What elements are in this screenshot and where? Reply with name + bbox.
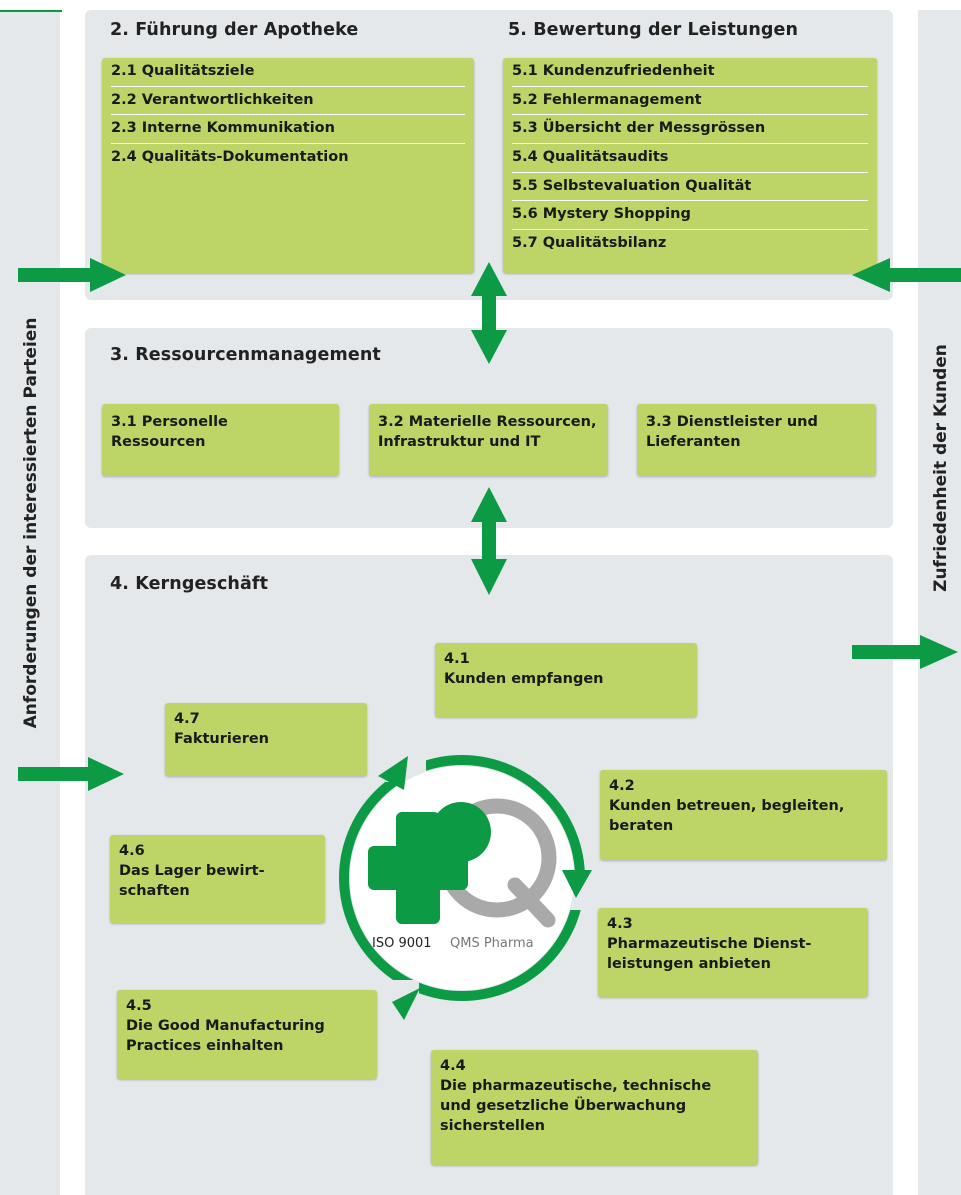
core-box-line: Kunden betreuen, begleiten, xyxy=(609,798,845,814)
section-4-title: 4. Kerngeschäft xyxy=(110,574,269,594)
core-box-line: Das Lager bewirt- xyxy=(119,863,265,879)
core-box-4-3: 4.3 Pharmazeutische Dienst- leistungen a… xyxy=(598,908,868,997)
core-box-line: sicherstellen xyxy=(440,1118,545,1134)
logo-qms-text: QMS Pharma xyxy=(450,936,534,951)
core-box-number: 4.3 xyxy=(607,916,633,932)
section-5-item: 5.1 Kundenzufriedenheit xyxy=(512,58,868,87)
core-box-4-2: 4.2 Kunden betreuen, begleiten, beraten xyxy=(600,770,887,860)
resource-box-line: 3.1 Personelle xyxy=(111,414,228,430)
core-box-line: Kunden empfangen xyxy=(444,671,604,687)
resource-box-line: Ressourcen xyxy=(111,434,206,450)
core-box-line: Fakturieren xyxy=(174,731,270,747)
section-2-item: 2.4 Qualitäts-Dokumentation xyxy=(111,149,349,166)
core-box-number: 4.7 xyxy=(174,711,200,727)
core-box-number: 4.1 xyxy=(444,651,470,667)
section-5-item: 5.7 Qualitätsbilanz xyxy=(512,235,667,252)
resource-box-line: Infrastruktur und IT xyxy=(378,434,541,450)
section-2-title: 2. Führung der Apotheke xyxy=(110,20,359,40)
input-arrow-bottom xyxy=(18,757,124,791)
core-box-number: 4.4 xyxy=(440,1058,466,1074)
section-2-item: 2.2 Verantwortlichkeiten xyxy=(111,87,465,116)
core-box-line: Practices einhalten xyxy=(126,1038,284,1054)
core-box-4-1: 4.1 Kunden empfangen xyxy=(435,643,697,717)
feedback-arrow-right-top xyxy=(852,258,961,292)
section-5-item: 5.5 Selbstevaluation Qualität xyxy=(512,173,868,202)
right-side-strip xyxy=(918,10,961,1195)
resource-box-line: 3.2 Materielle Ressourcen, xyxy=(378,414,597,430)
output-arrow-right xyxy=(852,635,958,669)
input-arrow-top xyxy=(18,258,126,292)
section-5-item: 5.4 Qualitätsaudits xyxy=(512,144,868,173)
core-box-4-7: 4.7 Fakturieren xyxy=(165,703,367,776)
section-5-item: 5.3 Übersicht der Messgrössen xyxy=(512,115,868,145)
core-box-line: beraten xyxy=(609,818,674,834)
core-box-4-4: 4.4 Die pharmazeutische, technische und … xyxy=(431,1050,758,1165)
section-2-list-box: 2.1 Qualitätsziele 2.2 Verantwortlichkei… xyxy=(102,58,474,273)
core-box-number: 4.6 xyxy=(119,843,145,859)
pharmacy-cross-icon xyxy=(368,802,491,924)
core-box-number: 4.5 xyxy=(126,998,152,1014)
core-box-4-6: 4.6 Das Lager bewirt- schaften xyxy=(110,835,325,923)
core-box-line: Die pharmazeutische, technische xyxy=(440,1078,712,1094)
double-arrow-upper xyxy=(471,262,507,364)
section-2-item: 2.3 Interne Kommunikation xyxy=(111,115,465,145)
section-5-item: 5.2 Fehlermanagement xyxy=(512,87,868,116)
resource-box-material: 3.2 Materielle Ressourcen, Infrastruktur… xyxy=(369,404,608,476)
core-box-line: leistungen anbieten xyxy=(607,956,771,972)
section-5-list-box: 5.1 Kundenzufriedenheit 5.2 Fehlermanage… xyxy=(503,58,877,273)
section-5-item: 5.6 Mystery Shopping xyxy=(512,201,868,231)
double-arrow-lower xyxy=(471,487,507,595)
resource-box-line: 3.3 Dienstleister und xyxy=(646,414,818,430)
corner-accent-line xyxy=(0,10,62,12)
core-box-4-5: 4.5 Die Good Manufacturing Practices ein… xyxy=(117,990,377,1079)
resource-box-personnel: 3.1 Personelle Ressourcen xyxy=(102,404,339,476)
qms-logo xyxy=(339,755,592,1020)
core-box-number: 4.2 xyxy=(609,778,635,794)
left-side-strip xyxy=(0,10,60,1195)
resource-box-suppliers: 3.3 Dienstleister und Lieferanten xyxy=(637,404,876,476)
core-box-line: Pharmazeutische Dienst- xyxy=(607,936,812,952)
section-5-title: 5. Bewertung der Leistungen xyxy=(508,20,799,40)
core-box-line: schaften xyxy=(119,883,190,899)
resource-box-line: Lieferanten xyxy=(646,434,741,450)
core-box-line: Die Good Manufacturing xyxy=(126,1018,325,1034)
section-3-title: 3. Ressourcenmanagement xyxy=(110,345,381,365)
core-box-line: und gesetzliche Überwachung xyxy=(440,1098,687,1114)
logo-iso-text: ISO 9001 xyxy=(372,936,432,951)
section-2-item: 2.1 Qualitätsziele xyxy=(111,58,465,87)
